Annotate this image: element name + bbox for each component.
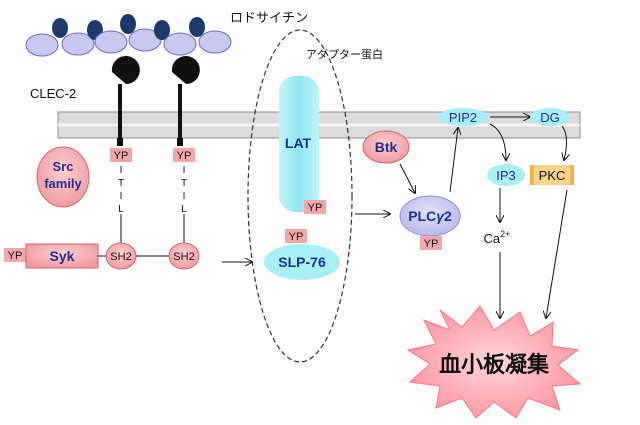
plc-gamma2-node: PLCγ2 YP [399, 195, 461, 250]
adapter-protein-label: アダプター蛋白 [306, 47, 383, 61]
arrow-plc-to-pip2 [449, 128, 458, 193]
arrow-pkc-to-aggregation [546, 189, 568, 318]
itam-l-label: L [181, 204, 187, 215]
itam-l-label: L [118, 204, 124, 215]
yp-label: YP [177, 150, 192, 162]
syk-complex: YP Syk SH2 SH2 [4, 242, 200, 270]
syk-label: Syk [50, 248, 75, 264]
pip2-label: PIP2 [449, 110, 477, 125]
src-family-node: Src family [36, 146, 90, 208]
itam-i-label: I [183, 191, 186, 202]
yp-label: YP [308, 202, 323, 214]
rhodocytin-molecule [25, 14, 232, 57]
arrow-pip2-to-ip3 [489, 123, 506, 160]
yp-label: YP [424, 238, 439, 250]
adapter-protein-boundary [247, 29, 353, 363]
arrow-dg-to-pkc [562, 125, 567, 160]
rhodocytin-label: ロドサイチン [230, 10, 308, 25]
itam-i-label: I [120, 191, 123, 202]
aggregation-label: 血小板凝集 [439, 352, 550, 377]
ip3-label: IP3 [496, 168, 516, 183]
arrow-btk-to-plc [399, 163, 415, 193]
yp-label: YP [289, 231, 304, 243]
itam-i-label: I [183, 165, 186, 176]
itam-i-label: I [120, 165, 123, 176]
dg-node: DG [530, 108, 570, 126]
clec2-receptor-right [171, 56, 200, 146]
clec2-receptor-left [111, 56, 140, 146]
btk-label: Btk [375, 139, 398, 155]
itam-left: YP I T I L [110, 148, 132, 248]
sh2-label-right: SH2 [173, 251, 194, 263]
plc-label: PLCγ2 [408, 208, 452, 224]
ip3-node: IP3 [487, 164, 525, 186]
itam-t-label: T [118, 178, 124, 189]
src-label: Src [53, 159, 74, 174]
itam-right: YP I T I L [173, 148, 195, 248]
family-label: family [44, 176, 82, 191]
lat-node: LAT YP [279, 76, 326, 214]
pkc-label: PKC [539, 168, 566, 183]
platelet-aggregation-burst: 血小板凝集 [406, 305, 582, 419]
clec2-label: CLEC-2 [30, 86, 76, 101]
pip2-node: PIP2 [438, 108, 488, 126]
dg-label: DG [540, 110, 560, 125]
calcium-label: Ca2+ [484, 229, 511, 246]
btk-node: Btk [362, 130, 410, 164]
yp-label: YP [8, 250, 23, 262]
pkc-node: PKC [530, 165, 574, 185]
lat-label: LAT [285, 135, 312, 151]
sh2-label-left: SH2 [110, 251, 131, 263]
yp-label: YP [114, 150, 129, 162]
itam-t-label: T [181, 178, 187, 189]
slp76-node: YP SLP-76 [264, 229, 340, 280]
slp76-label: SLP-76 [278, 254, 326, 270]
